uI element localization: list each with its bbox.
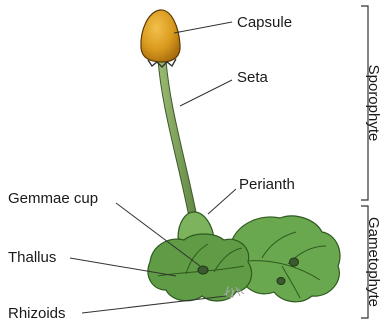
gemmae-cup-2 bbox=[290, 258, 299, 266]
capsule-label: Capsule bbox=[237, 14, 292, 31]
gemmae-cup-label: Gemmae cup bbox=[8, 190, 98, 207]
rhizoids-leader bbox=[82, 296, 226, 313]
seta-leader bbox=[180, 80, 232, 106]
gemmae-cup-3 bbox=[277, 278, 285, 285]
capsule-leader bbox=[174, 22, 232, 33]
seta-stalk bbox=[158, 60, 198, 222]
sporophyte-label: Sporophyte bbox=[365, 65, 382, 142]
thallus-label: Thallus bbox=[8, 249, 56, 266]
gametophyte-label: Gametophyte bbox=[365, 217, 382, 307]
rhizoids-label: Rhizoids bbox=[8, 305, 66, 322]
perianth-leader bbox=[208, 189, 236, 214]
gemmae-cup-1 bbox=[198, 266, 208, 274]
perianth-label: Perianth bbox=[239, 176, 295, 193]
capsule-shape bbox=[141, 10, 180, 62]
seta-label: Seta bbox=[237, 69, 269, 86]
